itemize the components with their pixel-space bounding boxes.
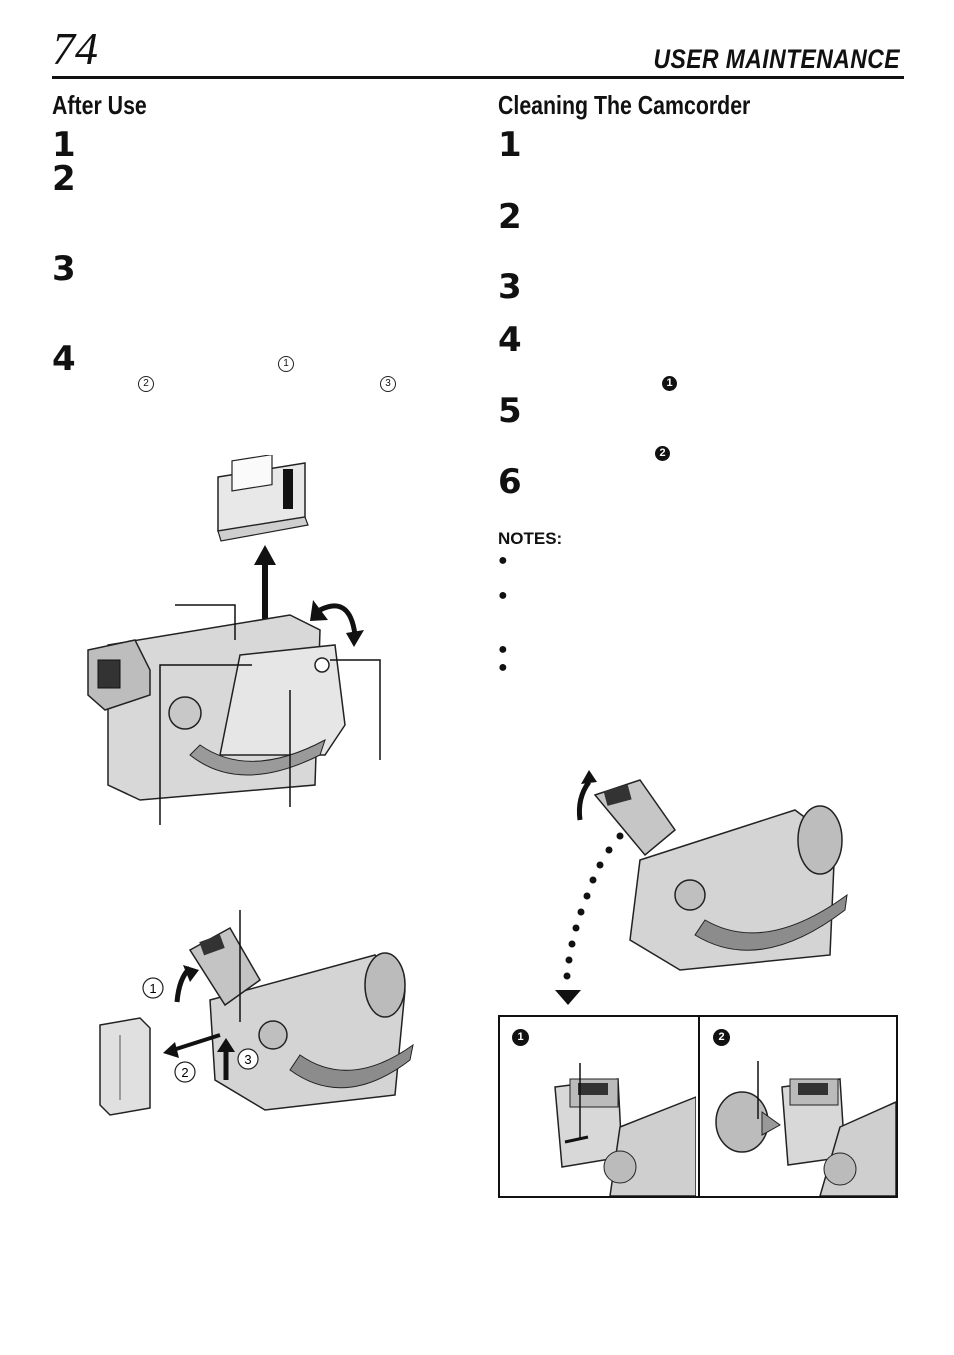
- note-bullet: ●: [498, 641, 508, 658]
- cleaning-title: Cleaning The Camcorder: [498, 90, 751, 120]
- battery-step-label-1: 1: [142, 977, 164, 999]
- inset-divider: [698, 1015, 700, 1198]
- battery-label-2: 2: [181, 1065, 188, 1080]
- dotted-path: [563, 832, 624, 980]
- blower-brush-illustration: [715, 1061, 896, 1196]
- battery-step-label-2: 2: [174, 1061, 196, 1083]
- door-arrow: [318, 603, 358, 636]
- step4-marker-2: 2: [138, 376, 154, 392]
- camcorder-drawing: [188, 926, 414, 1111]
- after-use-step-4: 4: [52, 339, 76, 379]
- eject-arrow: [254, 545, 276, 625]
- tilt-arrow: [576, 780, 592, 821]
- note-bullet: ●: [498, 659, 508, 676]
- battery-label-3: 3: [244, 1052, 251, 1067]
- callout-line: [175, 604, 236, 640]
- inset-label-1: 1: [512, 1029, 529, 1046]
- note-bullet: ●: [498, 587, 508, 604]
- viewfinder-cleaning-illustration: [555, 770, 848, 1005]
- cleaning-step-5: 5: [498, 391, 522, 431]
- after-use-title: After Use: [52, 90, 147, 120]
- after-use-step-1: 1: [52, 125, 76, 165]
- after-use-step-3: 3: [52, 249, 76, 289]
- viewfinder-release-illustration: [554, 1063, 696, 1196]
- after-use-step-2: 2: [52, 159, 76, 199]
- cleaning-step-6: 6: [498, 462, 522, 502]
- note-bullet: ●: [498, 552, 508, 569]
- cleaning-step-2: 2: [498, 197, 522, 237]
- page-number: 74: [52, 23, 98, 74]
- notes-heading: NOTES:: [498, 529, 563, 548]
- cleaning-step-1: 1: [498, 125, 522, 165]
- down-arrowhead: [555, 990, 581, 1005]
- battery-pack-drawing: [99, 1017, 151, 1116]
- cleaning-step5-marker: 2: [655, 446, 670, 461]
- step4-marker-3: 3: [380, 376, 396, 392]
- cassette-removal-illustration: [87, 455, 381, 825]
- callout-line: [330, 659, 381, 760]
- header-divider: [52, 76, 904, 79]
- battery-removal-illustration: 1 2 3: [99, 910, 414, 1116]
- callout-line: [159, 664, 252, 825]
- cleaning-step4-marker: 1: [662, 376, 677, 391]
- inset-label-2: 2: [713, 1029, 730, 1046]
- pull-arrow: [172, 1033, 221, 1052]
- step4-marker-1: 1: [278, 356, 294, 372]
- camcorder-body-drawing: [87, 614, 346, 801]
- camcorder-drawing: [593, 779, 848, 971]
- cleaning-step-4: 4: [498, 320, 522, 360]
- battery-label-1: 1: [149, 981, 156, 996]
- section-header: USER MAINTENANCE: [653, 44, 900, 74]
- battery-step-label-3: 3: [237, 1048, 259, 1070]
- cassette-drawing: [217, 455, 309, 542]
- cleaning-step-3: 3: [498, 267, 522, 307]
